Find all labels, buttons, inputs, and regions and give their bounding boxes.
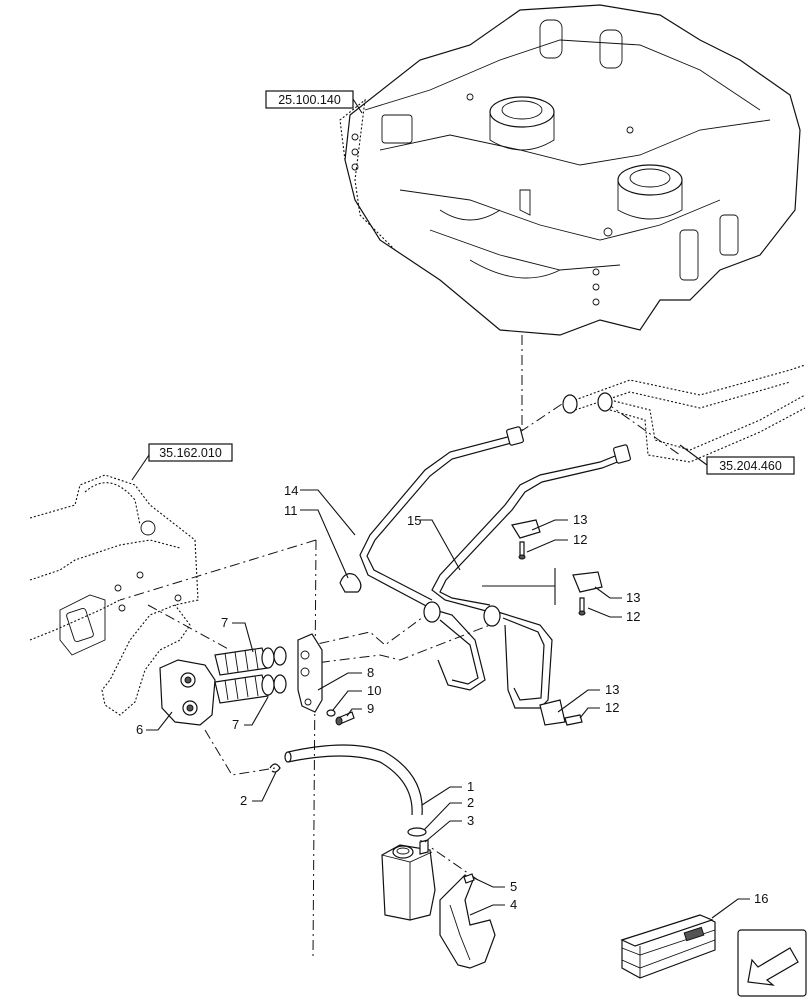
callout-13-lower: 13 — [605, 682, 619, 697]
callout-7-lower: 7 — [232, 717, 239, 732]
reference-pipes-label: 35.204.460 — [719, 459, 782, 473]
bracket-13-middle — [572, 571, 603, 616]
mounting-plate-8 — [297, 633, 323, 713]
bracket-13-upper — [511, 519, 541, 560]
callout-3: 3 — [467, 813, 474, 828]
callout-numbers: 14 11 15 13 12 13 12 13 12 7 7 6 8 10 9 … — [136, 483, 768, 912]
coupler-7-lower — [214, 674, 287, 704]
callout-10: 10 — [367, 683, 381, 698]
callout-12-lower: 12 — [605, 700, 619, 715]
callout-4: 4 — [510, 897, 517, 912]
clip-2-lower — [407, 827, 427, 837]
pipe-14 — [359, 426, 524, 691]
callout-15: 15 — [407, 513, 421, 528]
reference-frame-label: 25.100.140 — [278, 93, 341, 107]
callout-14: 14 — [284, 483, 298, 498]
callout-6: 6 — [136, 722, 143, 737]
callout-2-lower: 2 — [467, 795, 474, 810]
reference-pipes[interactable]: 35.204.460 — [679, 444, 795, 475]
callout-5: 5 — [510, 879, 517, 894]
callout-13-middle: 13 — [626, 590, 640, 605]
callout-11: 11 — [284, 503, 298, 518]
callout-16: 16 — [754, 891, 768, 906]
bracket-4 — [439, 874, 496, 969]
pipe-section-rear — [562, 364, 806, 463]
hose-clip-11 — [339, 573, 362, 593]
washer-10 — [326, 709, 336, 717]
reference-frame[interactable]: 25.100.140 — [265, 90, 363, 114]
callout-7-upper: 7 — [221, 615, 228, 630]
callout-9: 9 — [367, 701, 374, 716]
reservoir-3 — [381, 839, 436, 921]
rear-hitch-housing — [29, 474, 199, 716]
bolt-5 — [463, 873, 475, 884]
arrow-left-down-icon[interactable] — [737, 929, 807, 997]
callout-12-upper: 12 — [573, 532, 587, 547]
callout-2-upper: 2 — [240, 793, 247, 808]
reference-hitch[interactable]: 35.162.010 — [131, 443, 233, 481]
screw-9 — [335, 711, 355, 726]
clip-2-upper — [269, 763, 281, 773]
assembly-center-lines — [119, 335, 681, 957]
callout-8: 8 — [367, 665, 374, 680]
reference-hitch-label: 35.162.010 — [159, 446, 222, 460]
valve-block-6 — [159, 659, 216, 726]
coupler-7-upper — [214, 646, 287, 676]
callout-1: 1 — [467, 779, 474, 794]
callout-12-middle: 12 — [626, 609, 640, 624]
front-support-frame — [339, 4, 801, 336]
bracket-13-lower — [539, 699, 583, 726]
crate-icon — [620, 914, 716, 979]
hose-1 — [284, 744, 423, 816]
callout-13-upper: 13 — [573, 512, 587, 527]
pipe-15 — [431, 444, 631, 709]
callout-leaders — [146, 489, 750, 919]
